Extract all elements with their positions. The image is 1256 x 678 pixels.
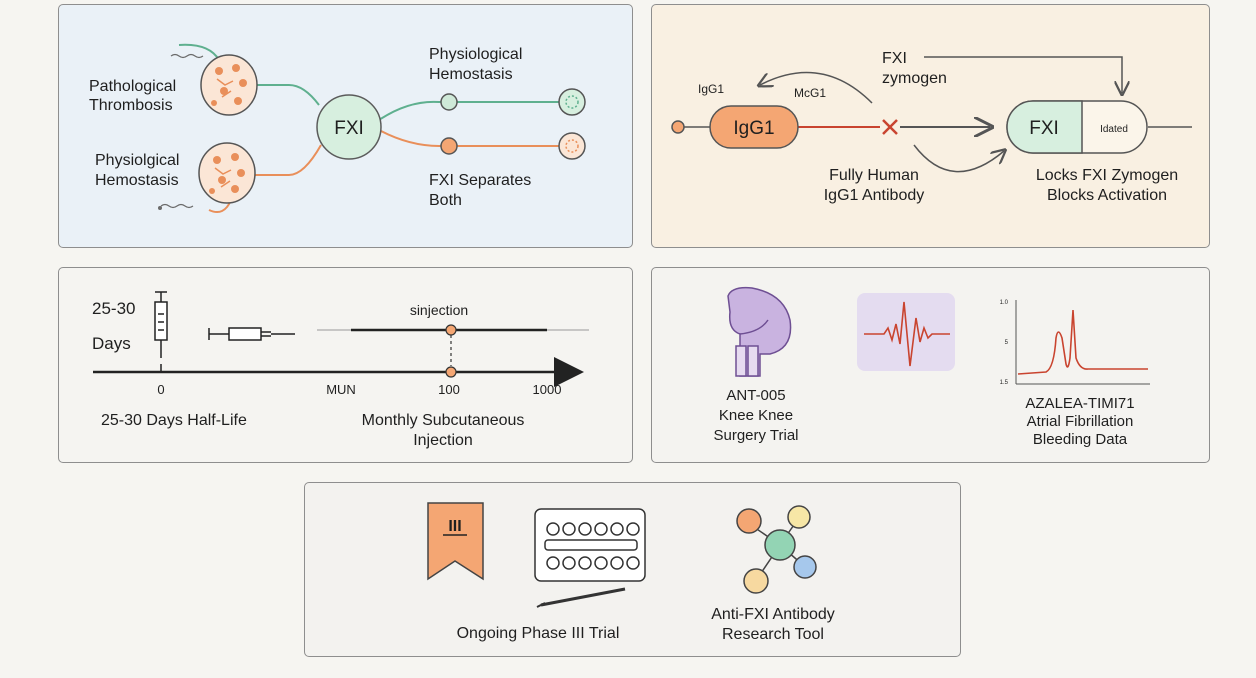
phase-ribbon-icon	[427, 502, 484, 581]
azalea-caption-line2: Atrial Fibrillation	[1027, 413, 1134, 430]
squiggle-top	[170, 53, 204, 59]
orange-small-node	[440, 137, 458, 155]
thrombosis-cell-icon	[200, 54, 258, 116]
chart-tick-2: 5	[1005, 340, 1009, 346]
orange-line-out	[378, 129, 559, 147]
knee-caption-line3: Surgery Trial	[713, 427, 798, 444]
orange-end-node-icon	[558, 132, 586, 160]
chart-tick-1: 1.0	[1000, 300, 1009, 306]
orange-line-hub	[249, 144, 322, 176]
syringe-vertical-icon	[154, 291, 168, 358]
clinical-trials-diagram: ANT-005 Knee Knee Surgery Trial 1.0 5 1.…	[713, 286, 1150, 448]
monthly-caption-line2: Injection	[413, 432, 473, 449]
green-small-node	[440, 93, 458, 111]
small-mcg1-label: McG1	[794, 86, 826, 100]
physio-right-label-line2: Hemostasis	[429, 66, 513, 83]
tick-label-0: 0	[157, 382, 164, 397]
monthly-caption-line1: Monthly Subcutaneous	[362, 412, 525, 429]
block-x-icon	[882, 119, 898, 135]
igg1-pill-label: IgG1	[733, 118, 774, 139]
fxi-hub-label: FXI	[334, 118, 364, 139]
pathological-label-line2: Thrombosis	[89, 97, 173, 114]
arrow-zymogen	[924, 56, 1122, 93]
injection-marker-top	[445, 324, 457, 336]
panel-half-life: 25-30 Days sinjection	[58, 267, 633, 463]
fxi-hub-node	[316, 94, 382, 160]
fxi-pathways-diagram: Pathological Thrombosis Physiolgical Hem…	[89, 43, 586, 213]
arrow-curve-up	[913, 144, 1004, 173]
half-life-caption: 25-30 Days Half-Life	[101, 412, 247, 429]
panel-antibody-mechanism: IgG1 FXI Idated IgG1 McG1 FXI zymogen Fu…	[651, 4, 1210, 248]
fxi-pill-label: FXI	[1029, 118, 1059, 139]
molecule-icon	[736, 505, 817, 594]
syringe-horizontal-icon	[208, 327, 295, 341]
tool-caption-line2: Research Tool	[722, 626, 824, 643]
tick-label-mun: MUN	[326, 382, 356, 397]
fxi-zymogen-line1: FXI	[882, 50, 907, 67]
phase-caption: Ongoing Phase III Trial	[457, 625, 620, 642]
green-end-node-icon	[558, 88, 586, 116]
hemostasis-cell-icon	[198, 142, 256, 204]
tick-label-1000: 1000	[533, 382, 562, 397]
tool-caption-line1: Anti-FXI Antibody	[711, 606, 835, 623]
green-line-out	[378, 100, 559, 121]
squiggle-dot	[158, 206, 162, 210]
fxi-zymogen-line2: zymogen	[882, 70, 947, 87]
knee-caption-line2: Knee Knee	[719, 407, 793, 424]
azalea-caption-line1: AZALEA-TIMI71	[1025, 395, 1134, 412]
separates-label-line2: Both	[429, 192, 462, 209]
panel-outlook: III Ongoing Phase III Trial Anti-FX	[304, 482, 961, 657]
knee-caption-line1: ANT-005	[726, 387, 785, 404]
igg1-pill	[709, 105, 799, 149]
pill-tail-label: Idated	[1100, 124, 1128, 135]
bleeding-line	[1017, 309, 1148, 375]
days-label-line1: 25-30	[92, 299, 135, 318]
azalea-caption-line3: Bleeding Data	[1033, 431, 1128, 448]
squiggle-bottom	[160, 203, 194, 209]
fxi-capsule-fill	[1006, 100, 1083, 154]
physio-left-label-line2: Hemostasis	[95, 172, 179, 189]
start-dot	[671, 120, 685, 134]
panel-clinical-trials: ANT-005 Knee Knee Surgery Trial 1.0 5 1.…	[651, 267, 1210, 463]
antibody-label-line2: IgG1 Antibody	[824, 187, 925, 204]
half-life-timeline: 25-30 Days sinjection	[92, 291, 589, 449]
locks-label-line2: Blocks Activation	[1047, 187, 1167, 204]
ribbon-text: III	[448, 518, 461, 535]
ecg-tile	[857, 293, 955, 371]
injection-marker-axis	[445, 366, 457, 378]
arrow-back-to-igg1	[760, 71, 873, 104]
knee-joint-icon	[727, 286, 792, 377]
panel-fxi-pathways: Pathological Thrombosis Physiolgical Hem…	[58, 4, 633, 248]
injection-label: sinjection	[410, 302, 468, 318]
tick-label-100: 100	[438, 382, 460, 397]
antibody-mechanism-diagram: IgG1 FXI Idated IgG1 McG1 FXI zymogen Fu…	[671, 50, 1192, 204]
bleeding-chart: 1.0 5 1.5	[1000, 300, 1150, 386]
small-igg1-label: IgG1	[698, 82, 724, 96]
green-line-hub	[249, 84, 320, 106]
days-label-line2: Days	[92, 334, 131, 353]
chart-tick-3: 1.5	[1000, 380, 1009, 386]
physio-left-label-line1: Physiolgical	[95, 152, 179, 169]
outlook-diagram: III Ongoing Phase III Trial Anti-FX	[427, 502, 835, 643]
ecg-waveform-icon	[864, 301, 950, 367]
physio-right-label-line1: Physiological	[429, 46, 522, 63]
pill-tray-icon	[534, 508, 646, 608]
antibody-label-line1: Fully Human	[829, 167, 919, 184]
separates-label-line1: FXI Separates	[429, 172, 531, 189]
locks-label-line1: Locks FXI Zymogen	[1036, 167, 1178, 184]
pathological-label-line1: Pathological	[89, 78, 176, 95]
